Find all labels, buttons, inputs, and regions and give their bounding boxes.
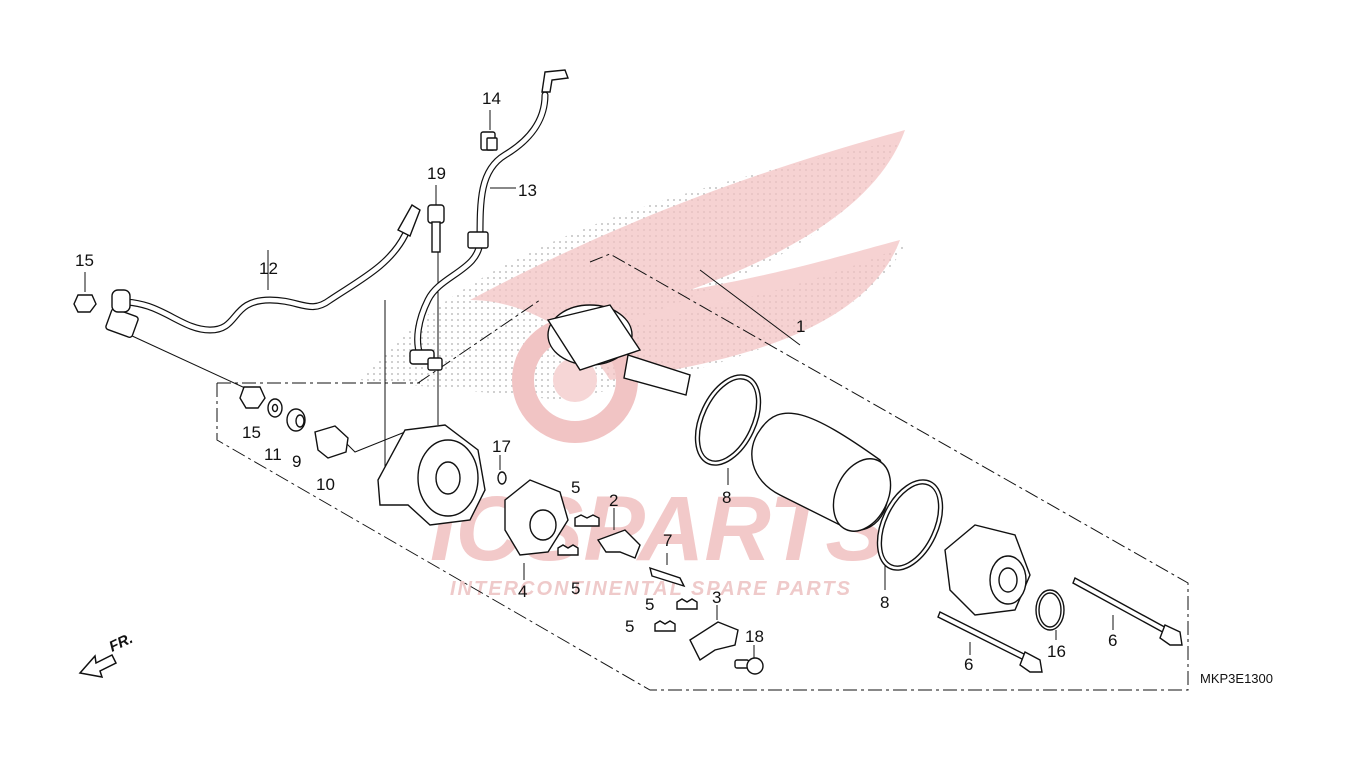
direction-label: FR.: [107, 630, 136, 656]
callout-11: 11: [264, 445, 282, 464]
callout-5d: 5: [625, 617, 634, 636]
watermark-tagline: INTERCONTINENTAL SPARE PARTS: [450, 578, 852, 600]
callout-2: 2: [609, 491, 618, 510]
callout-9: 9: [292, 452, 301, 471]
part-clip-14: [480, 131, 498, 151]
part-o-ring-16: [1035, 589, 1065, 631]
part-washer-11: [267, 398, 283, 418]
callouts: 1 2 3 4 5 5 5 5 6 6 7 8 8 9 10 11 12 13 …: [75, 89, 1117, 674]
part-insulator-10: [314, 425, 349, 459]
callout-6b: 6: [1108, 631, 1117, 650]
diagram-code: MKP3E1300: [1200, 671, 1273, 686]
part-bolt-19: [427, 204, 445, 253]
front-direction-arrow: FR.: [78, 630, 136, 678]
callout-13: 13: [518, 181, 537, 200]
part-front-cover: [377, 424, 486, 526]
part-bushing-9: [286, 408, 306, 432]
callout-12: 12: [259, 259, 278, 278]
part-cable-12: [105, 204, 421, 338]
callout-7: 7: [663, 531, 672, 550]
callout-5b: 5: [571, 579, 580, 598]
callout-17: 17: [492, 437, 511, 456]
callout-5a: 5: [571, 478, 580, 497]
callout-4: 4: [518, 582, 527, 601]
callout-15b: 15: [242, 423, 261, 442]
part-brush-3: [689, 621, 739, 662]
callout-18: 18: [745, 627, 764, 646]
part-screw-7: [649, 566, 686, 588]
callout-5c: 5: [645, 595, 654, 614]
part-nut-15: [239, 386, 266, 409]
callout-19: 19: [427, 164, 446, 183]
part-bolts-6: [937, 577, 1183, 673]
part-brush-holder-4: [504, 479, 569, 556]
part-cable-13: [409, 69, 569, 371]
part-yoke: [751, 412, 892, 532]
part-brush-2: [596, 529, 641, 559]
part-springs-5: [557, 514, 698, 632]
callout-8a: 8: [722, 488, 731, 507]
assembly-outline: [216, 253, 1189, 691]
part-o-ring-8-front: [694, 374, 762, 466]
callout-1: 1: [796, 317, 805, 336]
part-nut-15-top: [73, 294, 97, 313]
part-armature: [546, 304, 691, 396]
callout-6a: 6: [964, 655, 973, 674]
callout-15a: 15: [75, 251, 94, 270]
part-washer-17: [497, 471, 507, 485]
callout-3: 3: [712, 588, 721, 607]
callout-10: 10: [316, 475, 335, 494]
callout-16: 16: [1047, 642, 1066, 661]
callout-14: 14: [482, 89, 501, 108]
part-screw-18: [734, 657, 764, 675]
callout-8b: 8: [880, 593, 889, 612]
part-o-ring-8-rear: [876, 479, 944, 571]
leader-lines: [84, 110, 1114, 660]
part-rear-cover: [944, 524, 1031, 616]
